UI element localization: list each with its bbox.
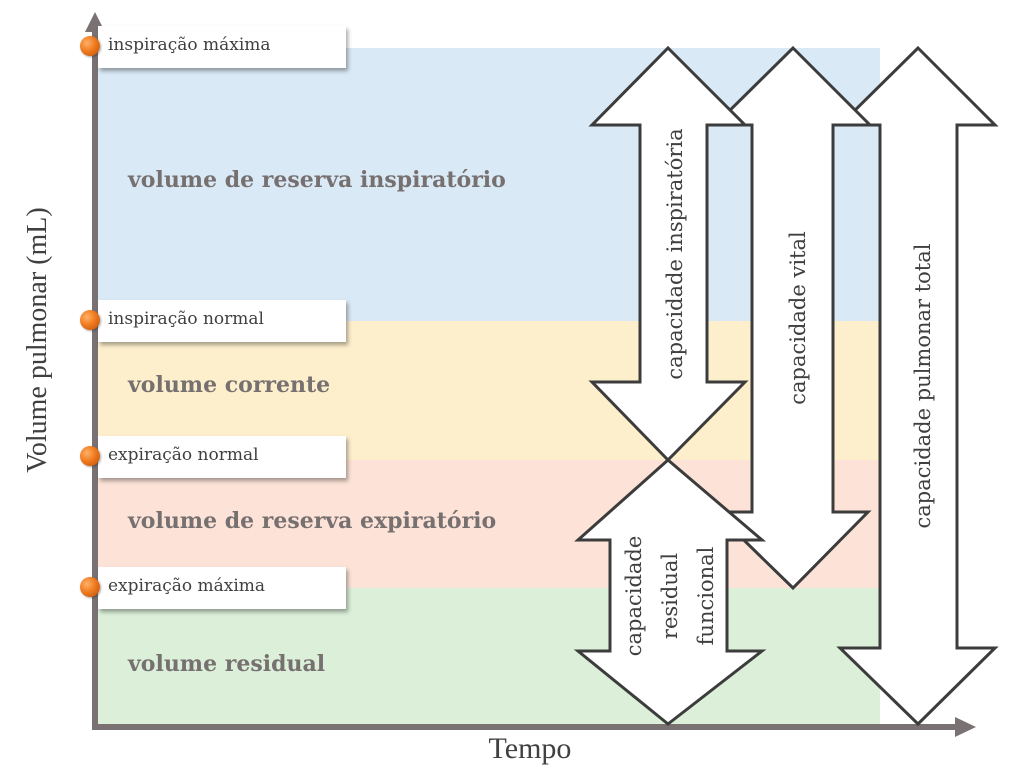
frc-label-line-2: residual — [658, 553, 682, 639]
total-lung-capacity-label: capacidade pulmonar total — [911, 243, 935, 528]
x-axis-title: Tempo — [488, 732, 572, 765]
inspiratory-capacity-arrow — [588, 45, 749, 463]
vital-capacity-label: capacidade vital — [786, 231, 810, 405]
orange-dot-icon — [80, 446, 100, 466]
marker-label-box — [98, 300, 346, 342]
label-tidal-volume: volume corrente — [128, 372, 331, 398]
marker-label: inspiração máxima — [108, 35, 271, 55]
orange-dot-icon — [80, 36, 100, 56]
marker-label-box — [98, 567, 346, 609]
marker-label: expiração máxima — [108, 576, 266, 596]
y-axis-title: Volume pulmonar (mL) — [22, 207, 53, 473]
marker-label-box — [98, 436, 346, 478]
frc-label-line-1: capacidade — [622, 536, 646, 657]
label-inspiratory-reserve-volume: volume de reserva inspiratório — [128, 167, 506, 193]
orange-dot-icon — [80, 310, 100, 330]
x-axis-arrowhead-icon — [955, 717, 976, 737]
inspiratory-capacity-label: capacidade inspiratória — [663, 128, 687, 379]
label-residual-volume: volume residual — [128, 651, 326, 677]
orange-dot-icon — [80, 577, 100, 597]
frc-label-line-3: funcional — [694, 546, 718, 645]
functional-residual-capacity-arrow — [573, 458, 767, 726]
marker-label: inspiração normal — [108, 309, 264, 329]
marker-label-box — [98, 26, 346, 68]
marker-label: expiração normal — [108, 445, 259, 465]
label-expiratory-reserve-volume: volume de reserva expiratório — [128, 508, 497, 534]
